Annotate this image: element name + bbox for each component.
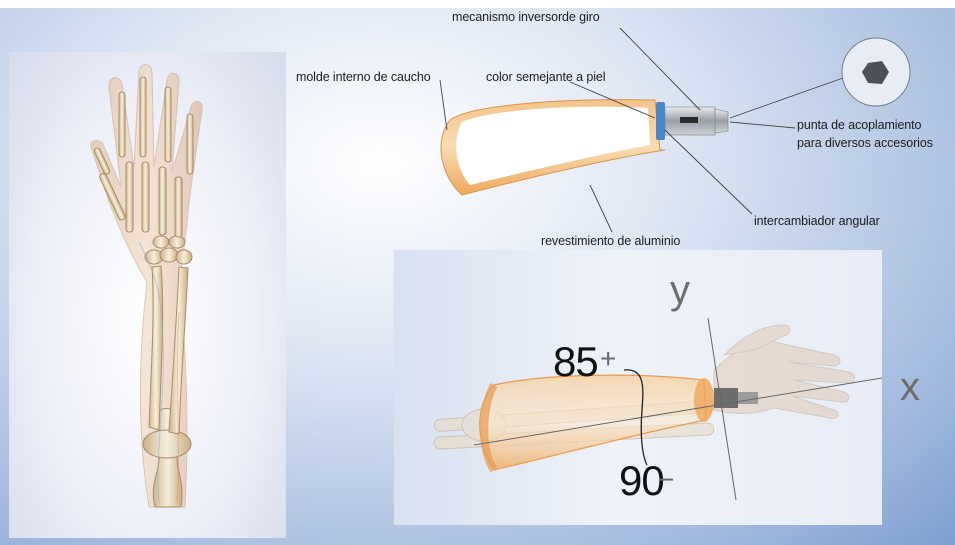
- angle-lower-value: 90: [619, 460, 664, 502]
- label-angular-interchanger: intercambiador angular: [754, 214, 880, 228]
- angle-upper-sign: +: [600, 345, 616, 373]
- y-axis-label: y: [670, 270, 690, 310]
- angle-lower-sign: −: [658, 466, 674, 494]
- label-coupling-tip-line1: punta de acoplamiento: [797, 118, 921, 132]
- label-skin-color: color semejante a piel: [486, 70, 605, 84]
- coupling-tip: [715, 109, 728, 133]
- x-axis-label: x: [900, 367, 920, 407]
- rubber-inner-mold: [456, 107, 650, 185]
- angular-interchanger-ring: [656, 102, 665, 140]
- mechanism-slot: [680, 117, 698, 123]
- label-aluminum-coating: revestimiento de aluminio: [541, 234, 680, 248]
- prosthesis-socket-overlay: [480, 375, 706, 470]
- label-rotation-inverter: mecanismo inversorde giro: [452, 10, 600, 24]
- label-coupling-tip-line2: para diversos accesorios: [797, 136, 933, 150]
- label-rubber-mold: molde interno de caucho: [296, 70, 431, 84]
- angle-upper-value: 85: [553, 341, 598, 383]
